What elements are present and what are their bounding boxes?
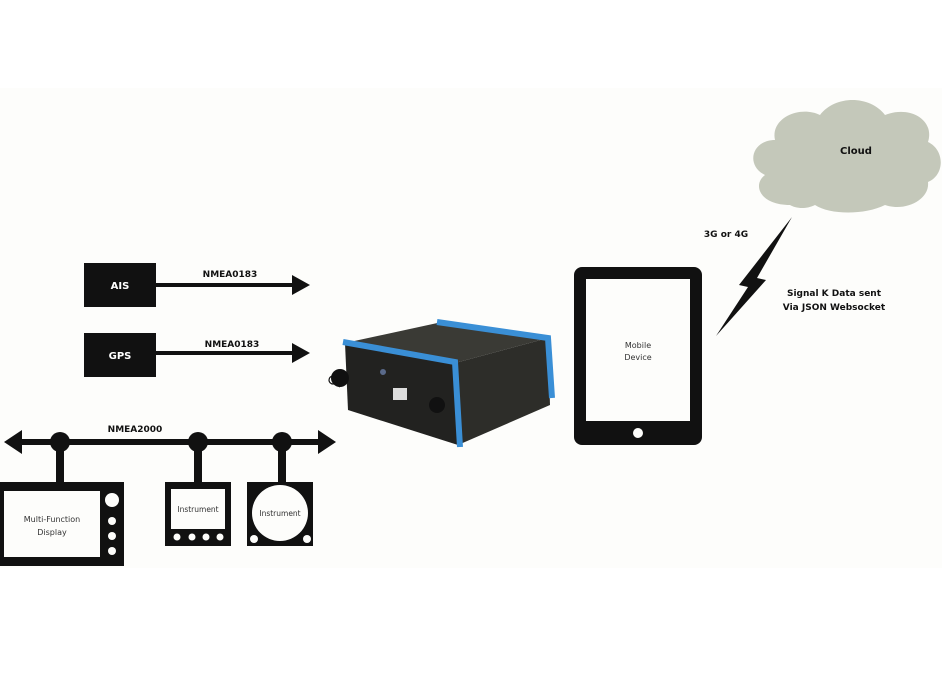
- instrument-round: Instrument: [247, 482, 313, 546]
- arrow-left-icon: [4, 430, 22, 454]
- zoom-cursor-icon: [328, 375, 341, 388]
- websocket-note-line2: Via JSON Websocket: [783, 303, 886, 313]
- gateway-bumper-back: [436, 319, 555, 399]
- wireless-label: 3G or 4G: [704, 230, 748, 240]
- instrument-dial: [252, 485, 308, 541]
- bus-label: NMEA2000: [108, 425, 163, 435]
- instrument-label: Instrument: [259, 509, 300, 518]
- tablet-screen: [586, 279, 690, 421]
- arrow-right-icon: [318, 430, 336, 454]
- ais-label: AIS: [111, 281, 130, 292]
- bus-drop: [56, 442, 64, 482]
- tablet-home-button: [633, 428, 643, 438]
- instrument-screen: [171, 489, 225, 529]
- mfd-device: Multi-Function Display: [0, 482, 124, 566]
- ethernet-port-icon: [393, 388, 407, 400]
- bus-drop: [194, 442, 202, 482]
- gateway-side: [455, 338, 550, 445]
- instrument-label: Instrument: [177, 505, 218, 514]
- arrow-right-icon: [292, 275, 310, 295]
- ais-link-label: NMEA0183: [203, 270, 258, 280]
- mfd-label-line2: Display: [37, 528, 67, 537]
- gps-label: GPS: [109, 351, 132, 362]
- cloud-node: Cloud: [753, 100, 941, 213]
- instrument-button: [250, 535, 258, 543]
- arrow-right-icon: [292, 343, 310, 363]
- instrument-button: [188, 533, 196, 541]
- gateway-bumper-front: [342, 339, 463, 448]
- mobile-label-line1: Mobile: [625, 341, 651, 350]
- instrument-button: [303, 535, 311, 543]
- mfd-screen: [4, 491, 100, 557]
- gateway-logo: [380, 369, 386, 375]
- websocket-note-line1: Signal K Data sent: [787, 289, 882, 299]
- ais-source: AIS NMEA0183: [84, 263, 310, 307]
- gps-link-label: NMEA0183: [205, 340, 260, 350]
- instrument-square: Instrument: [165, 482, 231, 546]
- gps-box: [84, 333, 156, 377]
- cloud-label: Cloud: [840, 146, 872, 157]
- gateway-connector-right: [429, 397, 445, 413]
- mfd-button: [105, 493, 119, 507]
- ais-box: [84, 263, 156, 307]
- bus-drop: [278, 442, 286, 482]
- mfd-button: [108, 517, 116, 525]
- gps-source: GPS NMEA0183: [84, 333, 310, 377]
- mobile-device-node: Mobile Device: [574, 267, 702, 445]
- lightning-bolt-icon: [716, 217, 792, 336]
- nmea2000-bus: NMEA2000: [4, 425, 336, 482]
- gateway-connector-left: [331, 369, 349, 387]
- instrument-button: [173, 533, 181, 541]
- gateway-device: [331, 319, 555, 448]
- cloud-icon: [753, 100, 941, 213]
- mfd-button: [108, 547, 116, 555]
- mfd-label-line1: Multi-Function: [24, 515, 80, 524]
- mfd-button: [108, 532, 116, 540]
- instrument-button: [202, 533, 210, 541]
- mobile-label-line2: Device: [624, 353, 651, 362]
- instrument-button: [216, 533, 224, 541]
